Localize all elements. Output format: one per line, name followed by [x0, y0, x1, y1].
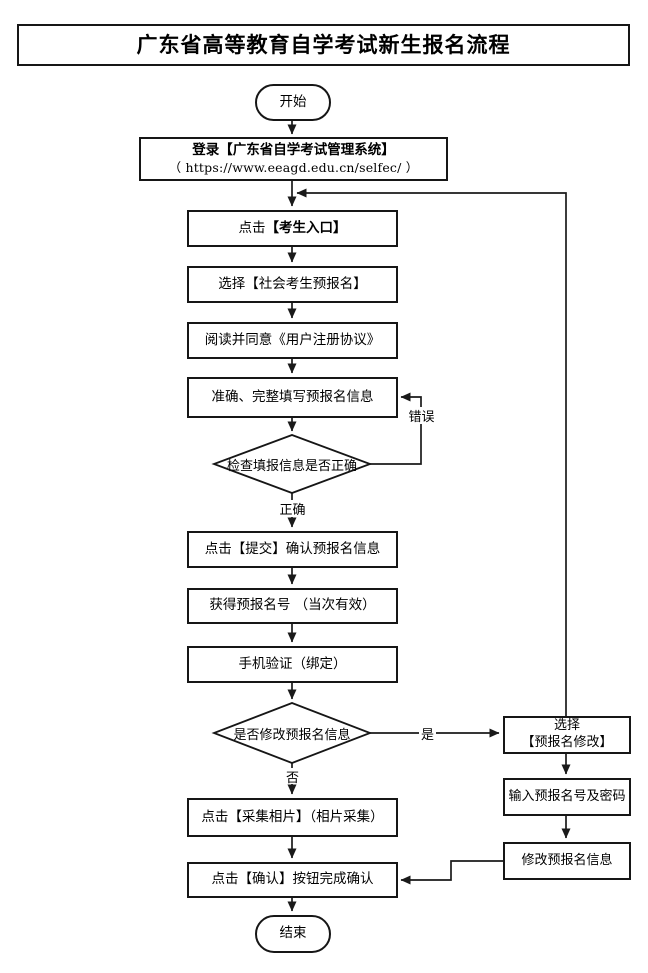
input-credentials-node: 输入预报名号及密码 [503, 778, 631, 816]
branch-label-correct: 正确 [276, 500, 309, 518]
login-system-node: 登录【广东省自学考试管理系统】 （ https://www.eeagd.edu.… [139, 137, 448, 181]
phone-verify-node: 手机验证（绑定） [187, 646, 398, 683]
decision-modify-diamond [211, 702, 373, 764]
decision-check-label: 检查填报信息是否正确 [226, 458, 357, 474]
confirm-node: 点击【确认】按钮完成确认 [187, 862, 398, 898]
agreement-node: 阅读并同意《用户注册协议》 [187, 322, 398, 359]
decision-check-diamond [211, 434, 373, 494]
branch-label-no: 否 [284, 768, 301, 786]
modify-info-node: 修改预报名信息 [503, 842, 631, 880]
edge-check-error-loop [370, 392, 422, 465]
select-modify-node: 选择 【预报名修改】 [503, 716, 631, 754]
branch-label-error: 错误 [405, 407, 438, 425]
edge-modify-return-line [296, 188, 567, 716]
entrance-prefix: 点击 [238, 219, 266, 236]
edge-modifyinfo-to-confirm [400, 860, 503, 885]
login-line1: 登录【广东省自学考试管理系统】 [192, 142, 395, 159]
decision-modify-label: 是否修改预报名信息 [233, 727, 351, 743]
login-url: （ https://www.eeagd.edu.cn/selfec/ ） [168, 159, 419, 175]
submit-node: 点击【提交】确认预报名信息 [187, 531, 398, 568]
select-social-candidate-node: 选择【社会考生预报名】 [187, 266, 398, 303]
start-node: 开始 [255, 84, 331, 121]
select-modify-line2: 【预报名修改】 [521, 735, 613, 750]
collect-photo-node: 点击【采集相片】（相片采集） [187, 798, 398, 837]
select-modify-line1: 选择 [553, 718, 580, 734]
end-node: 结束 [255, 915, 331, 953]
candidate-entrance-node: 点击【考生入口】 [187, 210, 398, 247]
fill-info-node: 准确、完整填写预报名信息 [187, 377, 398, 418]
page-title: 广东省高等教育自学考试新生报名流程 [17, 24, 630, 66]
obtain-number-node: 获得预报名号 （当次有效） [187, 588, 398, 624]
branch-label-yes: 是 [419, 725, 436, 743]
entrance-target: 【考生入口】 [265, 219, 347, 236]
